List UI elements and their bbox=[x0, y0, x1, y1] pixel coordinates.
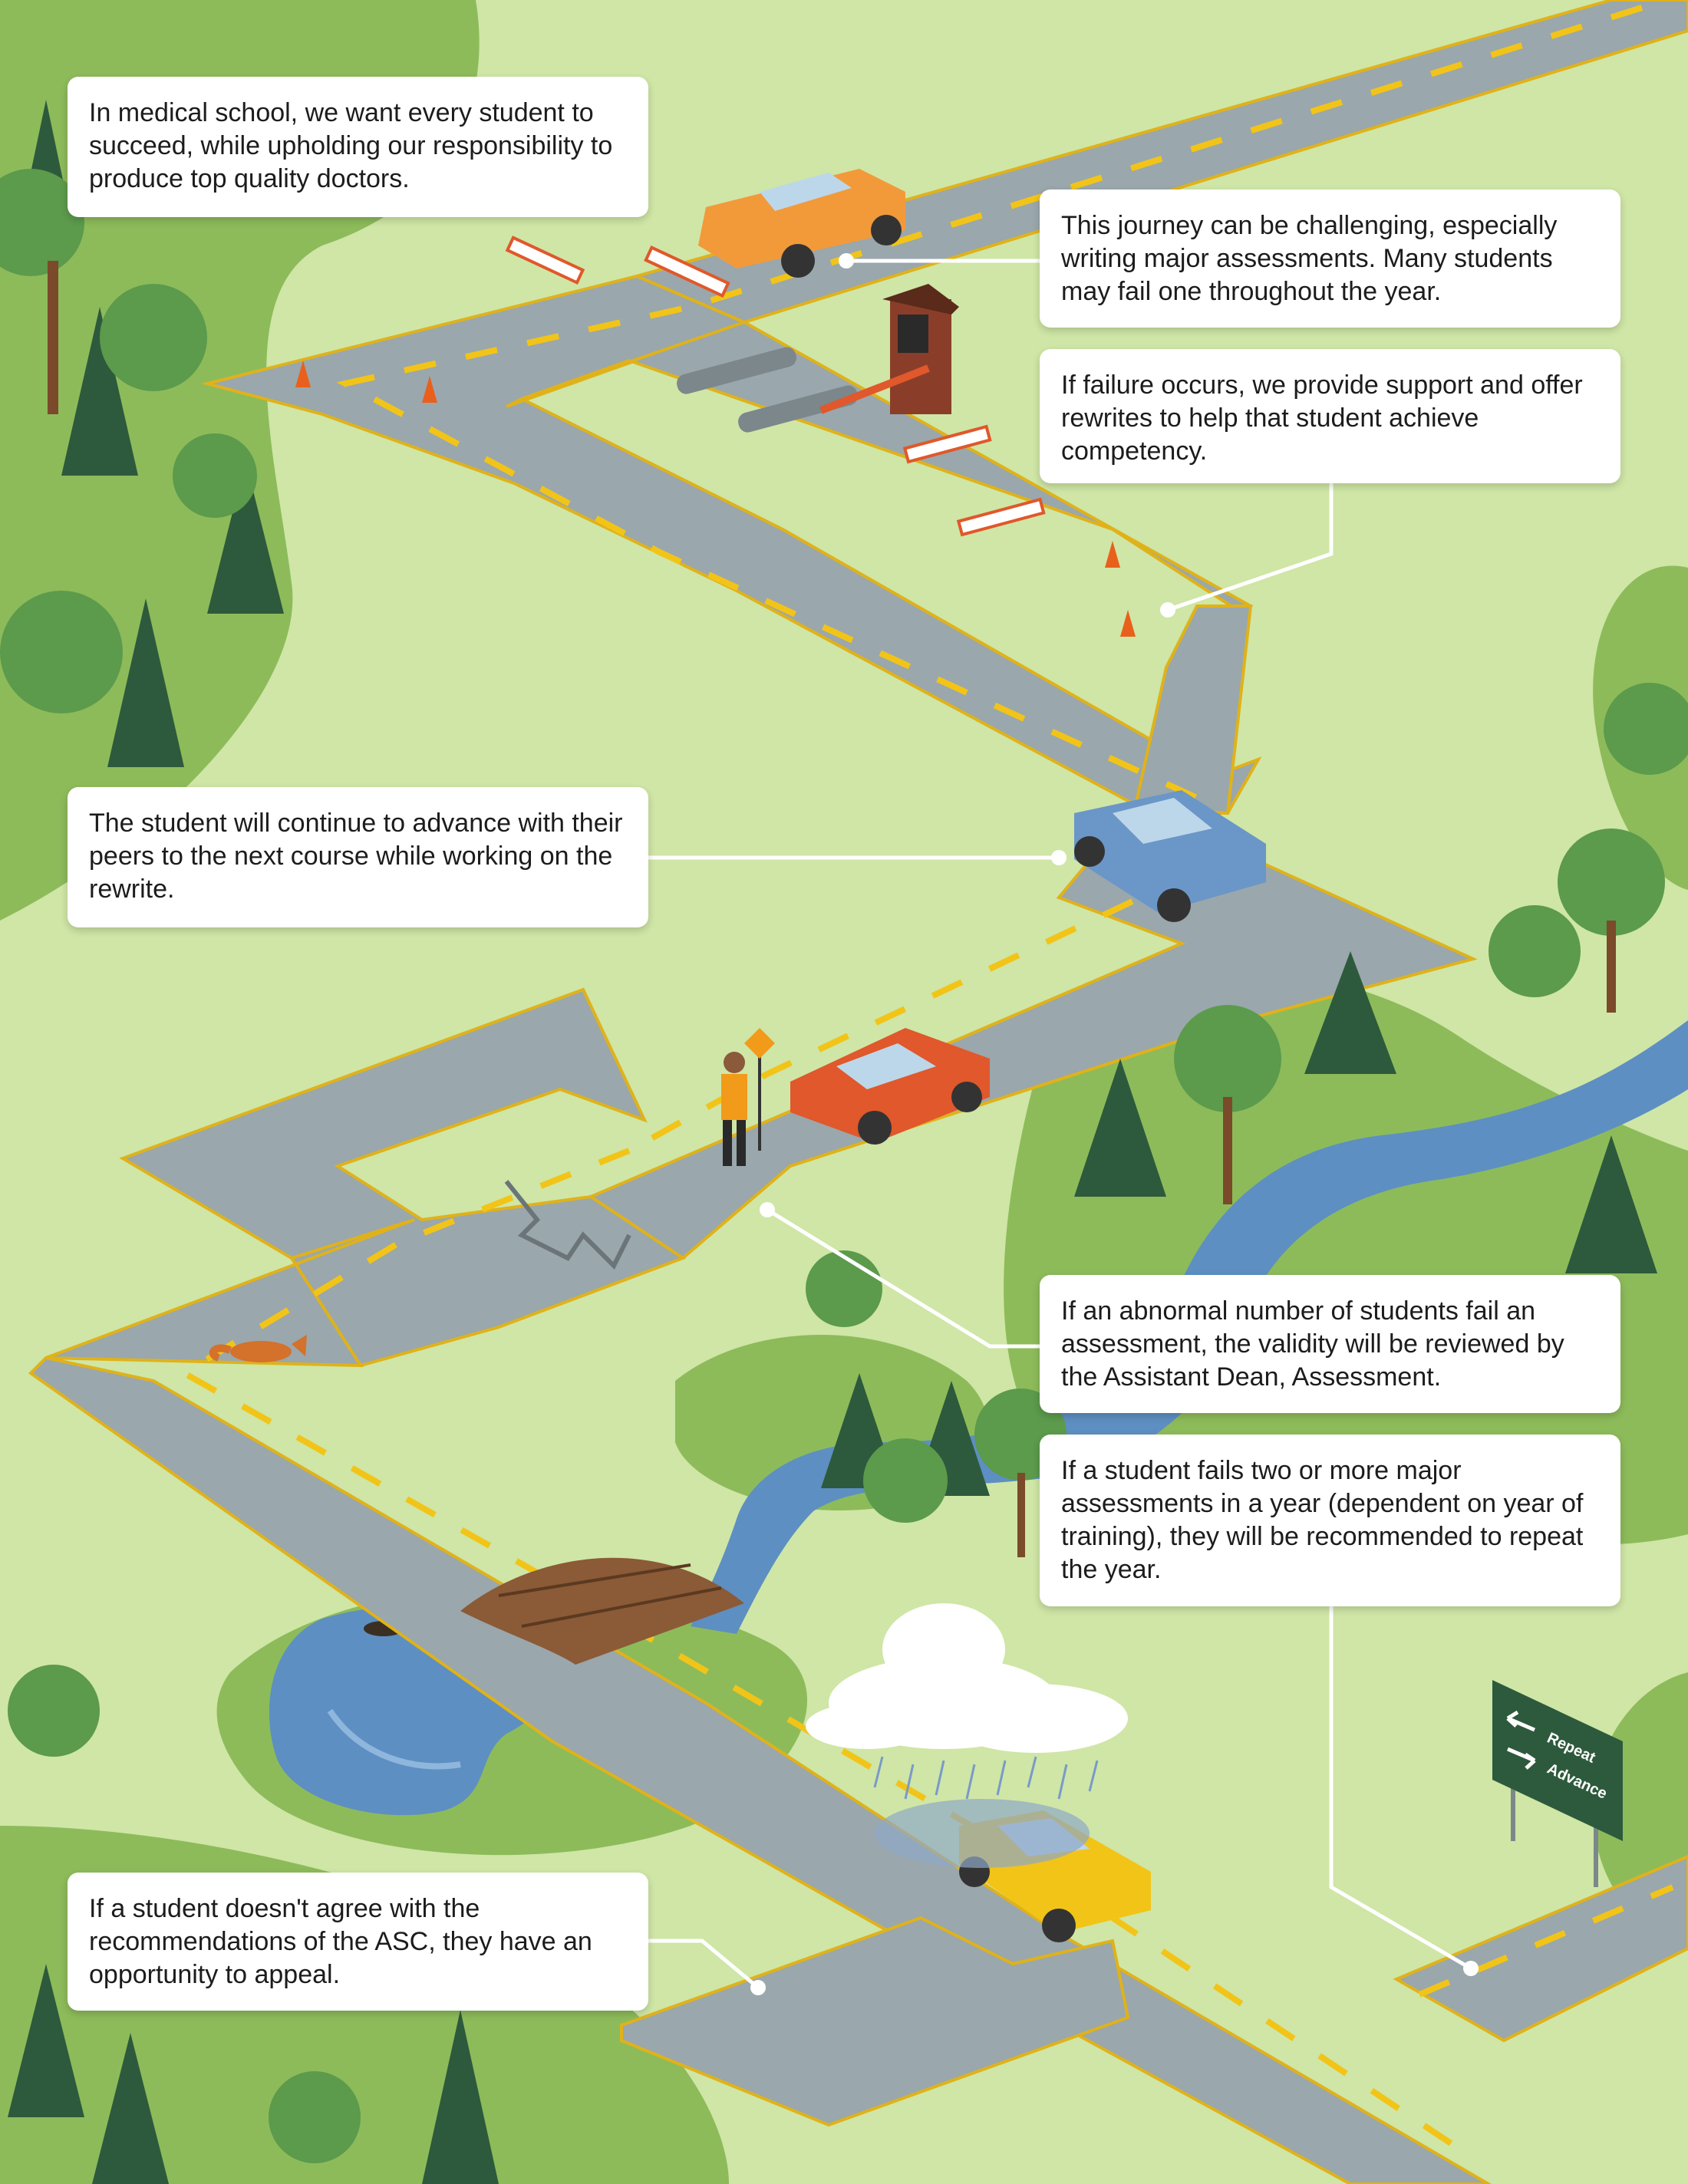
arrow-right-icon bbox=[1507, 1747, 1536, 1770]
callout-appeal: If a student doesn't agree with the reco… bbox=[68, 1873, 648, 2011]
direction-sign: Repeat Advance bbox=[1492, 1680, 1623, 1887]
car-orange bbox=[698, 169, 905, 278]
trees bbox=[0, 100, 1688, 2184]
callout-repeat: If a student fails two or more major ass… bbox=[1040, 1435, 1620, 1606]
arrow-left-icon bbox=[1506, 1710, 1535, 1732]
road-zigzag-upper bbox=[201, 274, 1262, 815]
callout-support: If failure occurs, we provide support an… bbox=[1040, 349, 1620, 483]
connector-support bbox=[1167, 479, 1334, 612]
callout-intro: In medical school, we want every student… bbox=[68, 77, 648, 217]
road-worker bbox=[721, 1028, 775, 1166]
car-blue bbox=[1074, 790, 1266, 922]
fox bbox=[209, 1335, 307, 1362]
callout-challenge: This journey can be challenging, especia… bbox=[1040, 189, 1620, 328]
connector-appeal bbox=[648, 1939, 760, 1989]
rain-cloud bbox=[806, 1603, 1128, 1868]
callout-advance: The student will continue to advance wit… bbox=[68, 787, 648, 927]
speed-bumps bbox=[677, 347, 858, 433]
barricades bbox=[505, 236, 1046, 537]
road-branch-repeat bbox=[1393, 1854, 1688, 2043]
road-branch-appeal bbox=[620, 1916, 1130, 2127]
callout-connectors bbox=[648, 259, 1472, 1989]
callout-connector-dots bbox=[750, 253, 1479, 1995]
connector-repeat bbox=[1329, 1603, 1472, 1971]
road-crack bbox=[504, 1180, 631, 1270]
road-lower bbox=[28, 1356, 1492, 2184]
wooden-bridge bbox=[460, 1557, 744, 1665]
pond-ripple bbox=[327, 1708, 461, 1770]
car-red bbox=[790, 1028, 990, 1145]
connector-validity bbox=[766, 1207, 1040, 1349]
traffic-cones bbox=[295, 361, 1136, 637]
road-left-zigzag bbox=[119, 987, 687, 1368]
toll-booth bbox=[819, 284, 959, 414]
callout-validity: If an abnormal number of students fail a… bbox=[1040, 1275, 1620, 1413]
